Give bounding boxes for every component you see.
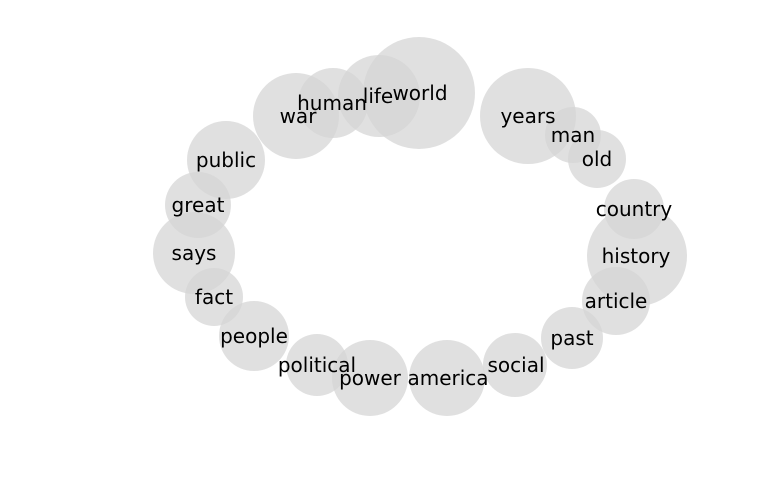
bubble-label-history: history — [602, 244, 671, 268]
bubble-label-fact: fact — [195, 285, 233, 309]
bubble-label-social: social — [487, 353, 544, 377]
bubble-people — [219, 301, 289, 371]
bubble-label-power: power — [339, 366, 402, 390]
bubble-years — [480, 68, 576, 164]
bubble-fact — [185, 268, 243, 326]
bubble-label-past: past — [550, 326, 593, 350]
bubble-label-article: article — [585, 289, 648, 313]
bubble-label-public: public — [196, 148, 256, 172]
bubble-america — [409, 340, 485, 416]
bubble-label-country: country — [596, 197, 673, 221]
bubble-social — [483, 333, 547, 397]
bubble-war — [253, 73, 339, 159]
bubble-label-says: says — [172, 241, 217, 265]
bubble-label-old: old — [582, 147, 613, 171]
bubble-country — [604, 179, 664, 239]
bubble-label-people: people — [220, 324, 288, 348]
bubble-label-america: america — [407, 366, 488, 390]
bubble-past — [541, 307, 603, 369]
bubble-label-political: political — [278, 353, 356, 377]
bubble-label-world: world — [392, 81, 447, 105]
bubble-label-man: man — [551, 123, 595, 147]
bubble-label-war: war — [280, 104, 318, 128]
bubble-history — [587, 206, 687, 306]
bubble-label-human: human — [297, 91, 367, 115]
bubble-power — [332, 340, 408, 416]
bubble-label-great: great — [172, 193, 225, 217]
bubble-layer — [153, 37, 687, 416]
bubble-label-years: years — [500, 104, 555, 128]
bubble-label-life: life — [363, 84, 393, 108]
